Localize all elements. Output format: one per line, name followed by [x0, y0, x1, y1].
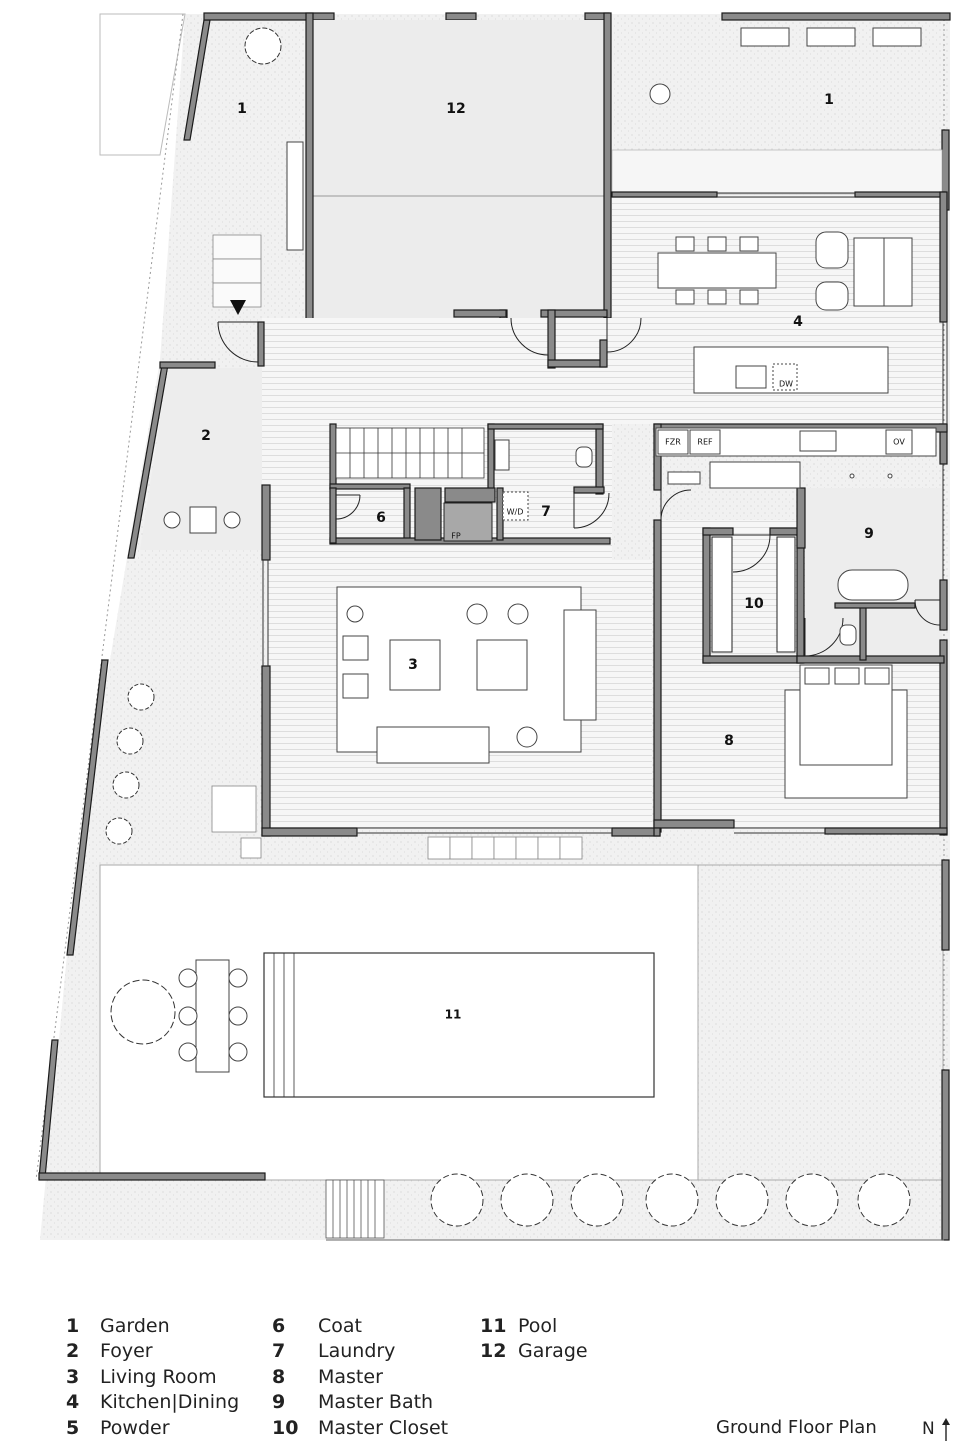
- property-line-west: [35, 13, 184, 1181]
- room-label-master-bath: 9: [864, 526, 874, 542]
- fireplace-label: FP: [451, 532, 461, 541]
- southeast-lawn: [697, 864, 944, 1181]
- entry-arrow-icon: [230, 300, 246, 315]
- pool: [263, 952, 655, 1098]
- living-furniture: [336, 586, 597, 764]
- legend-item: 5 Powder: [66, 1416, 239, 1441]
- south-site-wall: [38, 1172, 266, 1181]
- legend-item: 10 Master Closet: [272, 1416, 448, 1441]
- garage-floor: [312, 20, 608, 364]
- room-label-living: 3: [408, 657, 418, 673]
- legend-number: 12: [480, 1340, 507, 1363]
- legend-number: 1: [66, 1315, 80, 1337]
- foyer-floor: [140, 368, 262, 550]
- north-site-wall-4: [721, 12, 951, 21]
- site-walls: [38, 12, 951, 1241]
- legend-number: 3: [66, 1365, 80, 1388]
- refrigerator-label: REF: [697, 438, 713, 447]
- south-steps: [325, 1179, 385, 1239]
- dining-set: [657, 231, 913, 311]
- legend-item: 1 Garden: [66, 1314, 239, 1339]
- legend-name: Pool: [518, 1315, 558, 1337]
- legend-number: 4: [66, 1391, 80, 1414]
- room-label-garage: 12: [446, 101, 465, 117]
- legend-number: 2: [66, 1340, 80, 1363]
- legend-name: Powder: [100, 1416, 170, 1439]
- legend-name: Foyer: [100, 1340, 153, 1363]
- legend-name: Garden: [100, 1315, 170, 1337]
- foyer-furniture: [163, 506, 241, 534]
- east-site-wall-2: [941, 859, 950, 951]
- room-label-kitchen-dining: 4: [793, 314, 803, 330]
- room-label-master: 8: [724, 733, 734, 749]
- dishwasher-label: DW: [779, 380, 793, 389]
- legend-item: 9 Master Bath: [272, 1390, 448, 1415]
- legend-column-2: 6 Coat 7 Laundry 8 Master 9 Master Bath 10 Ma…: [272, 1314, 448, 1441]
- north-arrow-icon: [942, 1418, 950, 1441]
- north-site-wall-1: [203, 12, 335, 21]
- legend-name: Master Closet: [318, 1416, 449, 1439]
- outdoor-dining: [178, 959, 248, 1073]
- legend-name: Kitchen|Dining: [100, 1391, 240, 1414]
- room-label-laundry: 7: [541, 504, 551, 520]
- master-bath-fixtures: [837, 473, 909, 646]
- legend-column-3: 11 Pool 12 Garage: [480, 1314, 588, 1365]
- windows: [262, 192, 948, 834]
- master-bed: [784, 664, 908, 799]
- freezer-label: FZR: [665, 438, 681, 447]
- room-legend: 1 Garden 2 Foyer 3 Living Room 4 Kitchen|Din…: [66, 1314, 686, 1442]
- planter-boxes: [740, 27, 922, 47]
- legend-item: 4 Kitchen|Dining: [66, 1390, 239, 1415]
- legend-name: Master: [318, 1365, 383, 1388]
- room-label-master-closet: 10: [744, 596, 764, 612]
- legend-item: 8 Master: [272, 1365, 448, 1390]
- powder-fixtures: [494, 439, 593, 521]
- legend-name: Living Room: [100, 1365, 217, 1388]
- room-label-pool: 11: [445, 1008, 462, 1022]
- terrace-pavers: [211, 785, 583, 860]
- north-label: N: [922, 1419, 935, 1439]
- legend-number: 6: [272, 1315, 286, 1337]
- legend-item: 3 Living Room: [66, 1365, 239, 1390]
- east-site-wall-3: [941, 1069, 950, 1241]
- legend-column-1: 1 Garden 2 Foyer 3 Living Room 4 Kitchen|Din…: [66, 1314, 239, 1441]
- legend-item: 2 Foyer: [66, 1339, 239, 1364]
- kitchen-island: [693, 346, 889, 394]
- entry-steps: [212, 234, 262, 308]
- west-site-wall-lower: [66, 659, 109, 956]
- north-terrace-floor: [611, 149, 943, 195]
- room-label-foyer: 2: [201, 428, 211, 444]
- legend-name: Laundry: [318, 1340, 396, 1363]
- interior-stair: [335, 427, 485, 479]
- oven-label: OV: [893, 438, 905, 447]
- garden-bench: [286, 141, 304, 251]
- legend-number: 11: [480, 1315, 507, 1337]
- legend-name: Master Bath: [318, 1391, 434, 1414]
- legend-number: 7: [272, 1340, 286, 1363]
- washer-dryer-label: W/D: [507, 508, 524, 517]
- garden-chair: [649, 83, 671, 105]
- legend-number: 8: [272, 1365, 286, 1388]
- room-label-garden-east: 1: [824, 92, 834, 108]
- room-label-coat: 6: [376, 510, 386, 526]
- closet-shelves: [711, 536, 796, 653]
- plan-title: Ground Floor Plan: [716, 1417, 877, 1438]
- legend-number: 10: [272, 1416, 299, 1439]
- floor-plan: DW FZR REF OV W/D FP: [35, 12, 951, 1241]
- legend-number: 5: [66, 1416, 80, 1439]
- fireplace: [443, 502, 493, 542]
- legend-name: Coat: [318, 1315, 362, 1337]
- door-swings: [217, 317, 941, 657]
- legend-name: Garage: [518, 1340, 588, 1363]
- legend-item: 6 Coat: [272, 1314, 448, 1339]
- north-site-wall-2: [445, 12, 477, 21]
- legend-item: 11 Pool: [480, 1314, 588, 1339]
- west-terrace-outline: [99, 13, 186, 156]
- kitchen-counter: [655, 427, 937, 489]
- legend-number: 9: [272, 1391, 286, 1414]
- room-label-garden-west: 1: [237, 101, 247, 117]
- legend-item: 7 Laundry: [272, 1339, 448, 1364]
- trees: [105, 27, 911, 1227]
- legend-item: 12 Garage: [480, 1339, 588, 1364]
